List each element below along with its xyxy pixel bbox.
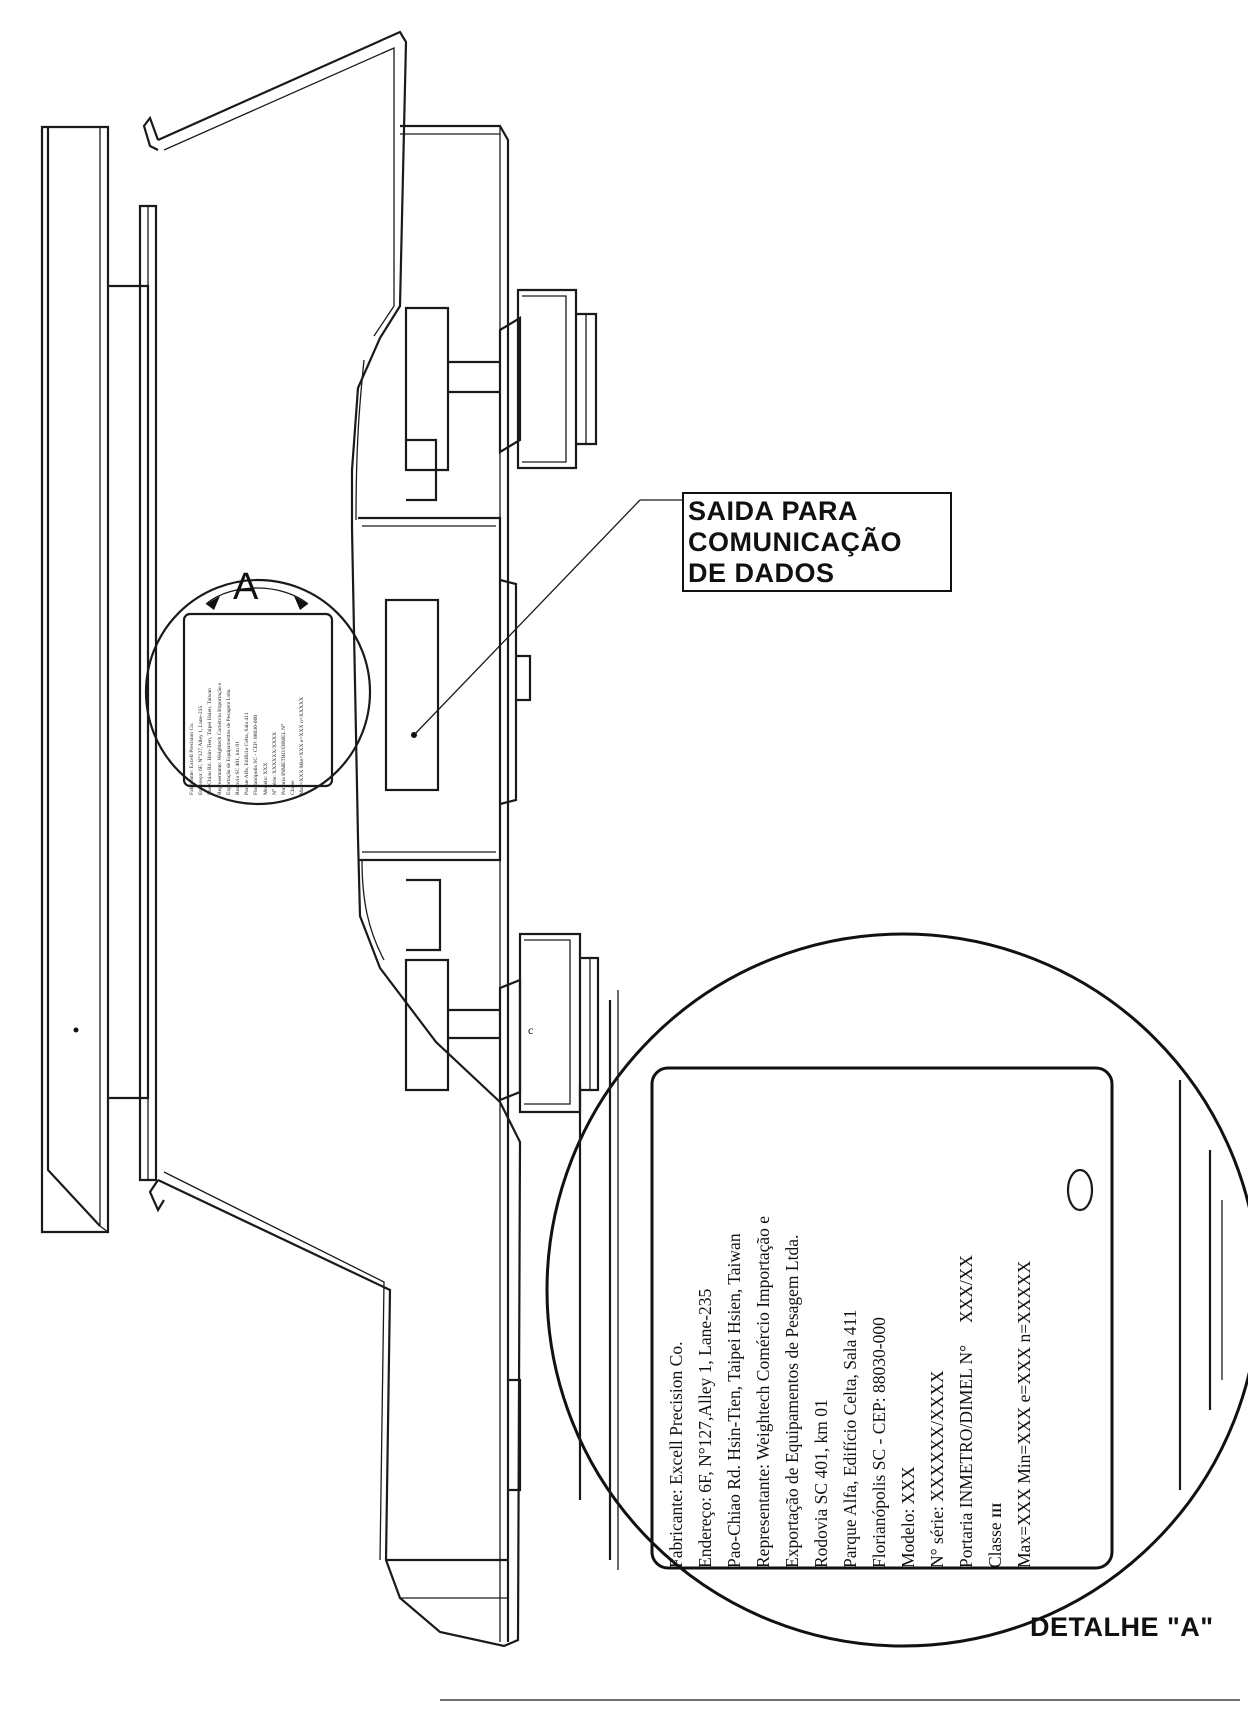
nameplate-representative-2: Exportação de Equipamentos de Pesagem Lt… — [782, 1234, 802, 1568]
nameplate-model: Modelo: XXX — [898, 1466, 918, 1568]
detail-caption: DETALHE "A" — [1030, 1612, 1214, 1642]
nameplate-representative: Representante: Weightech Comércio Import… — [753, 1215, 773, 1568]
platter-support — [108, 204, 158, 1182]
mini-row: Classe — [290, 780, 297, 795]
nameplate-serial: N° série: XXXXXX/XXXX — [927, 1370, 947, 1568]
nameplate-class-label: Classe — [985, 1522, 1005, 1568]
callout-line-1: SAIDA PARA — [688, 496, 859, 526]
nameplate-class-symbol: III — [989, 1502, 1004, 1518]
foot-lower: c — [404, 878, 600, 1114]
callout-line-3: DE DADOS — [688, 558, 835, 588]
nameplate-road: Rodovia SC 401, km 01 — [811, 1399, 831, 1568]
nameplate-text: Fabricante: Excell Precision Co. Endereç… — [662, 1058, 1102, 1568]
callout-leader — [413, 499, 682, 736]
mini-row: Modelo: XXX — [262, 762, 269, 795]
mini-row: Portaria INMETRO/DIMEL N° — [280, 723, 287, 795]
callout-line-2: COMUNICAÇÃO — [688, 527, 902, 557]
mini-row: Exportação de Equipamentos de Pesagem Lt… — [225, 688, 232, 795]
nameplate-portaria-label: Portaria INMETRO/DIMEL N° — [956, 1344, 976, 1568]
mini-row: Parque Alfa, Edifício Celta, Sala 411 — [244, 712, 251, 795]
svg-text:c: c — [528, 1023, 533, 1037]
nameplate-portaria-value: XXX/XX — [956, 1254, 976, 1323]
mini-row: Florianópolis SC - CEP: 88030-000 — [253, 714, 260, 795]
weighing-platter — [40, 125, 110, 1234]
nameplate-manufacturer: Fabricante: Excell Precision Co. — [666, 1341, 686, 1568]
detail-a-marker — [144, 578, 372, 806]
mini-row: Pao-Chiao Rd. Hsin-Tien, Taipei Hsien, T… — [207, 688, 214, 795]
mini-row: Max=XXX Min=XXX e=XXX n=XXXXX — [299, 696, 306, 795]
nameplate-city: Florianópolis SC - CEP: 88030-000 — [869, 1317, 889, 1568]
nameplate-address-2: Pao-Chiao Rd. Hsin-Tien, Taipei Hsien, T… — [724, 1233, 744, 1568]
nameplate-capacity: Max=XXX Min=XXX e=XXX n=XXXXX — [1014, 1260, 1034, 1568]
mini-row: Representante: Weightech Comércio Import… — [216, 682, 223, 795]
detail-a-enlarged — [545, 932, 1248, 1648]
mini-row: N° série: XXXXXX/XXXX — [271, 731, 278, 795]
class-symbol-oval — [1066, 1168, 1094, 1212]
mini-row: Fabricante: Excell Precision Co. — [189, 722, 195, 795]
data-output-port — [384, 598, 440, 792]
nameplate-park: Parque Alfa, Edifício Celta, Sala 411 — [840, 1309, 860, 1568]
mini-row: Endereço: 6F, N°127,Alley 1, Lane-235 — [198, 705, 205, 795]
nameplate-class: Classe III — [981, 1058, 1010, 1568]
nameplate-miniature: Fabricante: Excell Precision Co. Endereç… — [188, 615, 326, 795]
foot-upper — [404, 288, 598, 502]
nameplate-address: Endereço: 6F, N°127,Alley 1, Lane-235 — [695, 1288, 715, 1568]
data-output-callout: SAIDA PARA COMUNICAÇÃO DE DADOS — [682, 492, 952, 592]
nameplate-portaria: Portaria INMETRO/DIMEL N° XXX/XX — [952, 1058, 981, 1568]
view-label-a: A — [233, 566, 259, 608]
scale-housing — [142, 30, 532, 1648]
mini-row: Rodovia SC 401, km 01 — [234, 741, 241, 795]
